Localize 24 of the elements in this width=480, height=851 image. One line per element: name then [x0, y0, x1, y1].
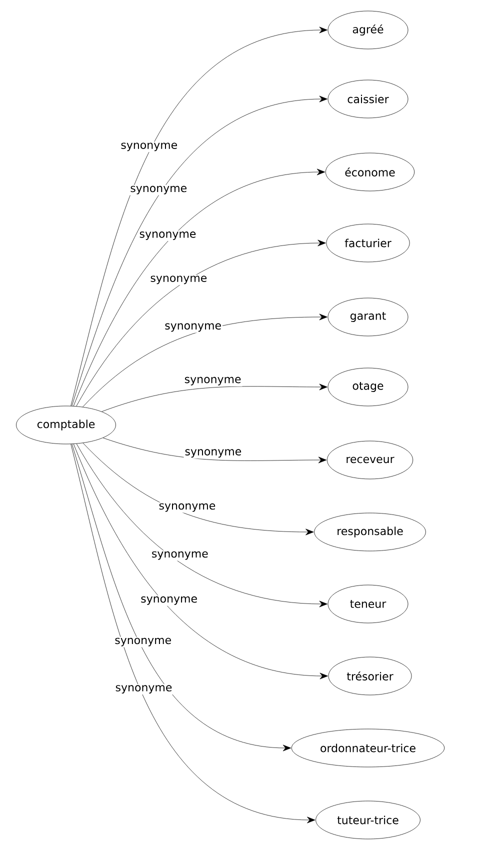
arrow — [82, 314, 328, 408]
arrow — [72, 96, 328, 406]
edge-label: synonyme — [130, 186, 186, 194]
edge-label: synonyme — [184, 376, 241, 386]
edge-label: synonyme — [152, 551, 208, 560]
arrow — [73, 168, 326, 406]
arrow — [72, 444, 292, 752]
arrow — [76, 240, 326, 406]
arrow — [70, 26, 328, 406]
edge-label: synonyme — [141, 596, 197, 605]
edge-label: synonyme — [185, 449, 242, 458]
arrow — [102, 384, 328, 412]
arrow — [73, 444, 328, 680]
arrow — [70, 444, 316, 824]
edge-label: synonyme — [165, 323, 221, 332]
edge-label: synonyme — [116, 685, 172, 694]
edge-label: synonyme — [115, 638, 171, 646]
edge-label: synonyme — [159, 503, 216, 512]
edge-label: synonyme — [150, 276, 207, 284]
arrow — [82, 442, 314, 536]
edge-label: synonyme — [140, 232, 196, 240]
arrow — [102, 438, 327, 464]
edge-label: synonyme — [121, 142, 177, 152]
arrow — [76, 444, 328, 608]
